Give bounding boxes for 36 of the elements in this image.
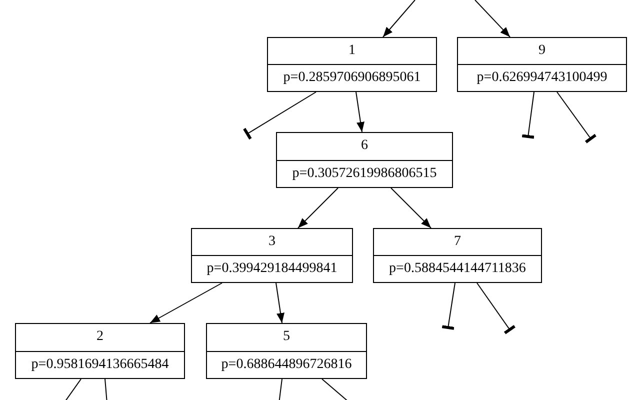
arrow <box>356 92 364 132</box>
arrow <box>382 0 416 38</box>
arrow <box>276 282 284 324</box>
record-node <box>15 323 185 379</box>
record-node <box>276 132 453 188</box>
probability-label: p=0.626994743100499 <box>476 70 608 86</box>
node-id: 1 <box>348 43 356 59</box>
probability-label: p=0.5884544144711836 <box>389 261 526 277</box>
edge-line <box>104 378 108 400</box>
probability-label: p=0.30572619986806515 <box>292 166 437 182</box>
arrow <box>298 188 338 228</box>
edge-line <box>64 378 82 400</box>
record-node <box>373 228 542 283</box>
probability-label: p=0.9581694136665484 <box>31 356 169 373</box>
record-node <box>457 37 627 92</box>
edge-line <box>278 378 282 400</box>
probability-label: p=0.2859706906895061 <box>283 70 421 86</box>
arrow <box>390 188 432 228</box>
node-id: 3 <box>268 234 276 250</box>
record-node <box>206 323 367 379</box>
node-id: 7 <box>454 234 461 250</box>
probability-label: p=0.399429184499841 <box>206 261 338 277</box>
node-id: 6 <box>361 138 368 154</box>
arrow <box>474 0 510 38</box>
arrow <box>150 282 222 324</box>
blocked-edge <box>556 92 596 144</box>
blocked-edge <box>522 92 534 139</box>
node-id: 9 <box>538 43 546 59</box>
node-id: 2 <box>96 329 104 346</box>
blocked-edge <box>442 282 456 330</box>
blocked-edge <box>476 282 516 334</box>
record-node <box>191 228 353 283</box>
blocked-edge <box>243 92 316 140</box>
probability-label: p=0.688644896726816 <box>221 356 352 373</box>
node-id: 5 <box>283 329 290 346</box>
record-node <box>267 37 437 92</box>
